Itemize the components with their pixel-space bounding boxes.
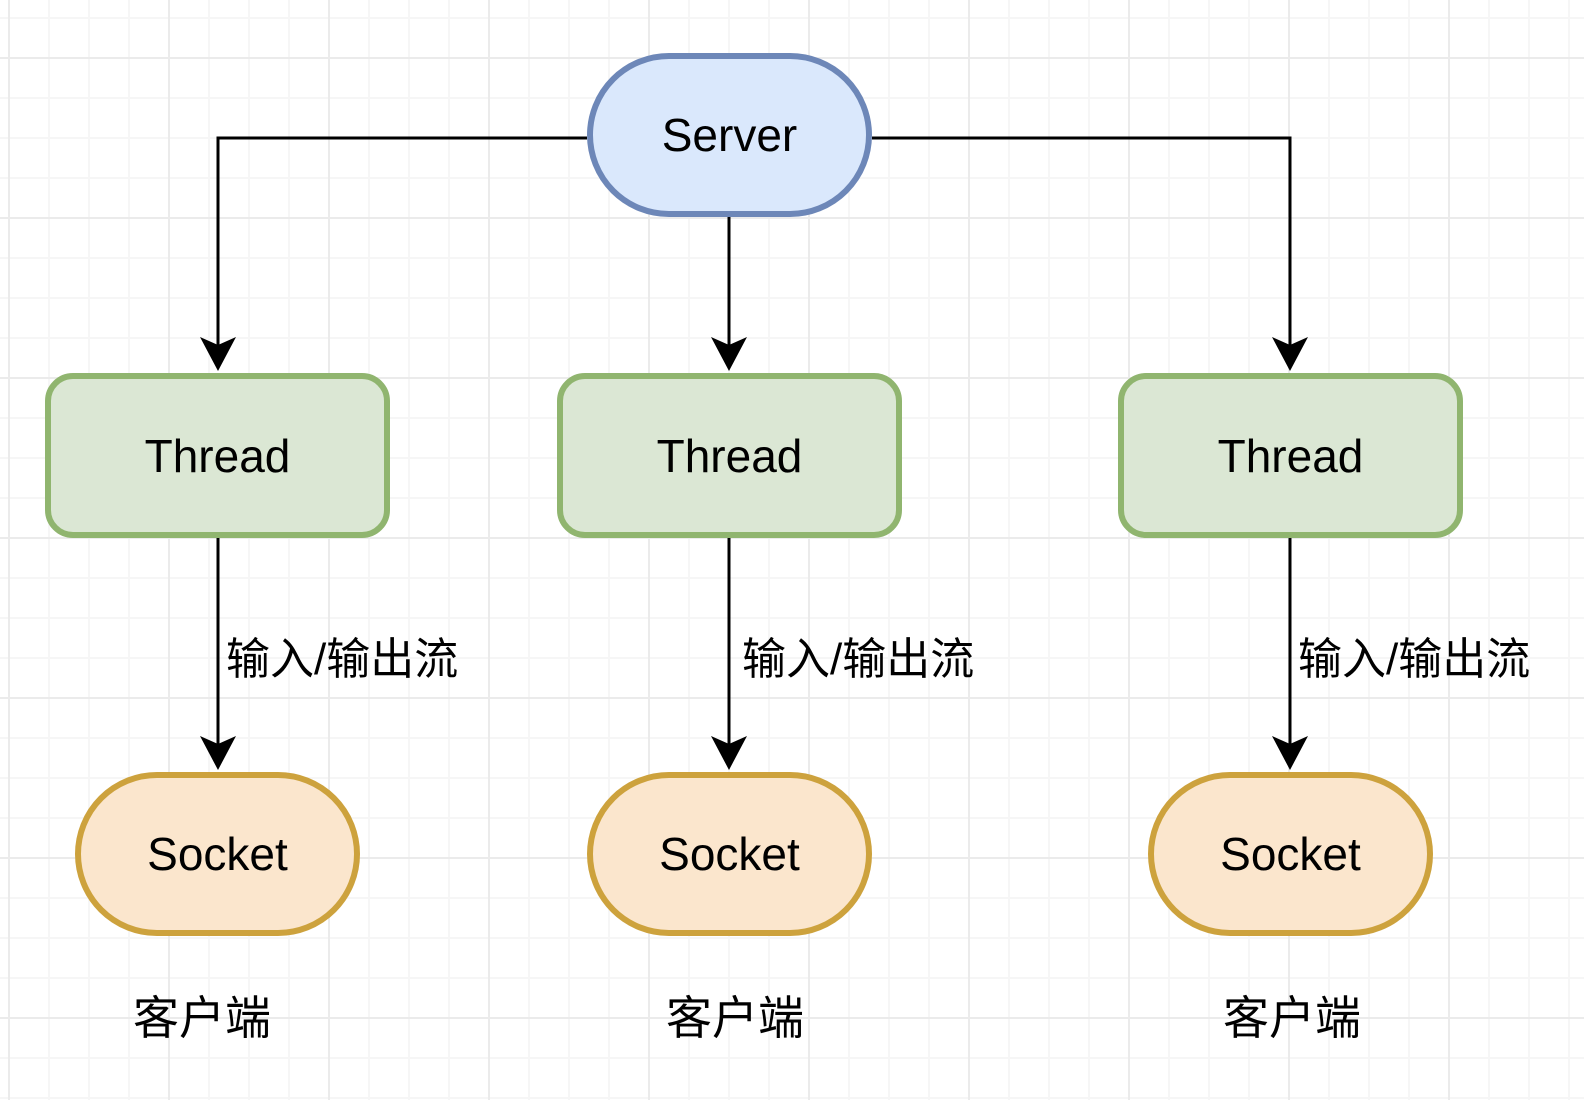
node-thread-2-label: Thread bbox=[656, 429, 803, 482]
edge-label-io-stream-1: 输入/输出流 bbox=[226, 635, 459, 684]
node-socket-3: Socket bbox=[1148, 772, 1433, 936]
arrowhead-icon bbox=[200, 337, 236, 371]
arrowhead-icon bbox=[711, 736, 747, 770]
edge-thread-3-to-socket-3 bbox=[1272, 538, 1308, 770]
edge-thread-2-to-socket-2 bbox=[711, 538, 747, 770]
node-thread-1: Thread bbox=[45, 373, 390, 538]
edge-server-to-thread-3 bbox=[872, 136, 1308, 371]
arrowhead-icon bbox=[711, 337, 747, 371]
node-thread-3-label: Thread bbox=[1217, 429, 1364, 482]
client-label-1: 客户端 bbox=[133, 992, 271, 1044]
node-socket-2: Socket bbox=[587, 772, 872, 936]
client-label-3: 客户端 bbox=[1223, 992, 1361, 1044]
edge-label-io-stream-2: 输入/输出流 bbox=[742, 635, 975, 684]
node-thread-3: Thread bbox=[1118, 373, 1463, 538]
node-thread-2: Thread bbox=[557, 373, 902, 538]
arrowhead-icon bbox=[1272, 736, 1308, 770]
node-socket-3-label: Socket bbox=[1220, 828, 1361, 880]
node-socket-2-label: Socket bbox=[659, 828, 800, 880]
arrowhead-icon bbox=[200, 736, 236, 770]
edge-label-io-stream-3: 输入/输出流 bbox=[1298, 635, 1531, 684]
node-server-label: Server bbox=[661, 109, 798, 161]
edge-server-to-thread-2 bbox=[711, 217, 747, 371]
node-socket-1-label: Socket bbox=[147, 828, 288, 880]
arrowhead-icon bbox=[1272, 337, 1308, 371]
node-server: Server bbox=[587, 53, 872, 217]
edge-thread-1-to-socket-1 bbox=[200, 538, 236, 770]
node-socket-1: Socket bbox=[75, 772, 360, 936]
edge-server-to-thread-1 bbox=[200, 136, 587, 371]
client-label-2: 客户端 bbox=[666, 992, 804, 1044]
node-thread-1-label: Thread bbox=[144, 429, 291, 482]
